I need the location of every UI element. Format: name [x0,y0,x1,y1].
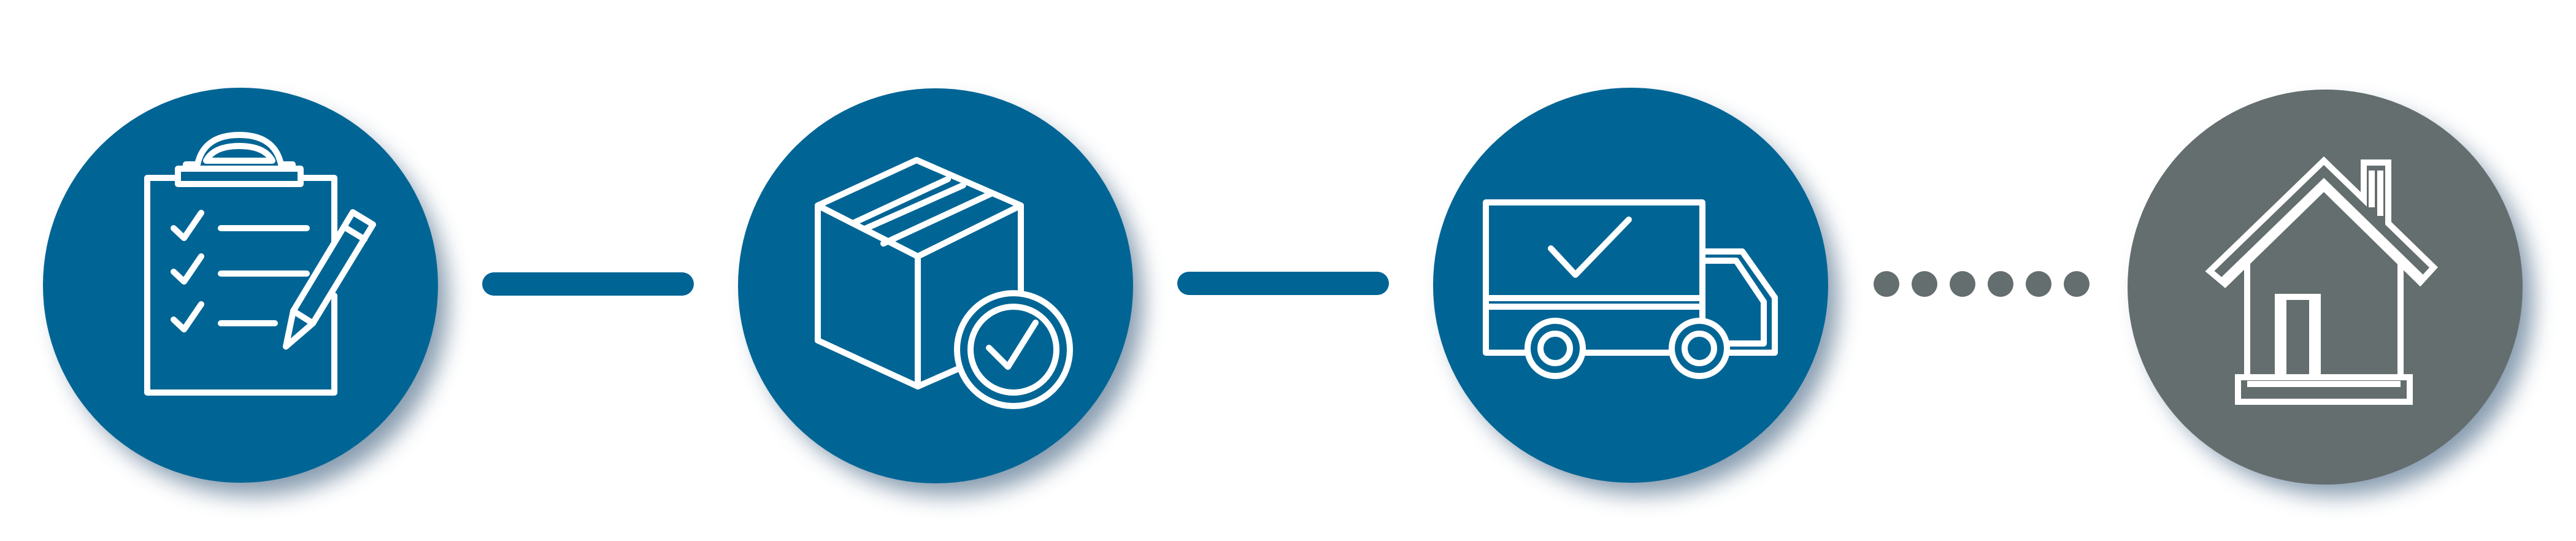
connector-3-dotted [1874,271,2090,297]
step-2-circle [738,88,1143,496]
step-disc [738,88,1133,483]
clipboard-checklist-icon [144,132,376,396]
delivery-truck-icon [1483,199,1778,379]
step-3-circle [1433,88,1838,494]
connector-dot [1874,271,1899,297]
connector-dot [2026,271,2051,297]
house-icon [2205,156,2438,405]
package-checked-icon [815,157,1073,409]
step-4-circle [2128,90,2533,496]
connector-dot [1912,271,1937,297]
connector-dot [2064,271,2090,297]
step-disc [2128,90,2523,485]
step-disc [1433,88,1828,483]
connector-dot [1988,271,2013,297]
step-1-circle [43,88,448,496]
connector-dot [1950,271,1975,297]
step-disc [43,88,438,483]
